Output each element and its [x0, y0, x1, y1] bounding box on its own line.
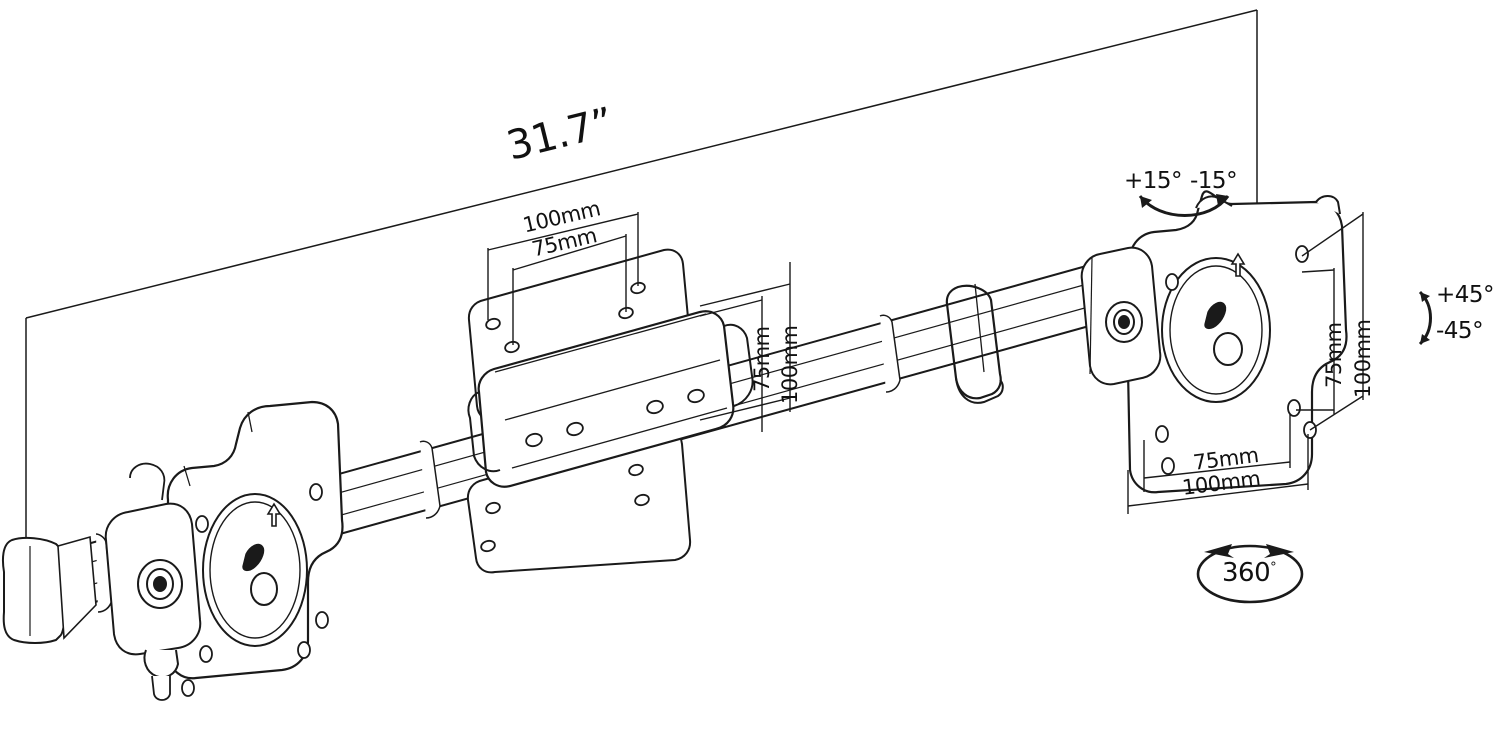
- right-vesa-height-outer-label: 100mm: [1351, 319, 1375, 399]
- left-tilt-joint: [104, 462, 202, 701]
- swivel-positive-label: +45°: [1436, 282, 1495, 308]
- left-vesa-plate: [164, 400, 344, 680]
- rotation-360-arrowheads: [1204, 544, 1294, 558]
- swivel-negative-label: -45°: [1436, 318, 1484, 344]
- rotation-360-value: 360: [1222, 558, 1271, 588]
- right-dimension-lines: [1127, 212, 1364, 514]
- right-tilt-joint: [1080, 246, 1162, 386]
- rotation-360-icon: [1196, 544, 1304, 604]
- tilt-positive-label: +15°: [1124, 168, 1183, 194]
- rotation-degree-icon: °: [1270, 560, 1277, 576]
- center-vesa-height-outer-label: 100mm: [778, 325, 802, 405]
- center-dimension-lines: [487, 212, 791, 432]
- center-vesa-height-inner-label: 75mm: [750, 326, 774, 392]
- left-plate-holes: [181, 483, 329, 697]
- tilt-negative-label: -15°: [1190, 168, 1238, 194]
- cable-management-hook: [945, 283, 1004, 404]
- swivel-arrowheads: [1420, 292, 1430, 344]
- center-plate-holes: [480, 281, 705, 553]
- right-vesa-height-inner-label: 75mm: [1322, 322, 1346, 388]
- center-vesa-plate: [466, 248, 754, 574]
- rotation-360-label: 360°: [1222, 558, 1277, 588]
- right-plate-holes: [1155, 245, 1317, 475]
- tilt-arrowheads: [1140, 194, 1228, 208]
